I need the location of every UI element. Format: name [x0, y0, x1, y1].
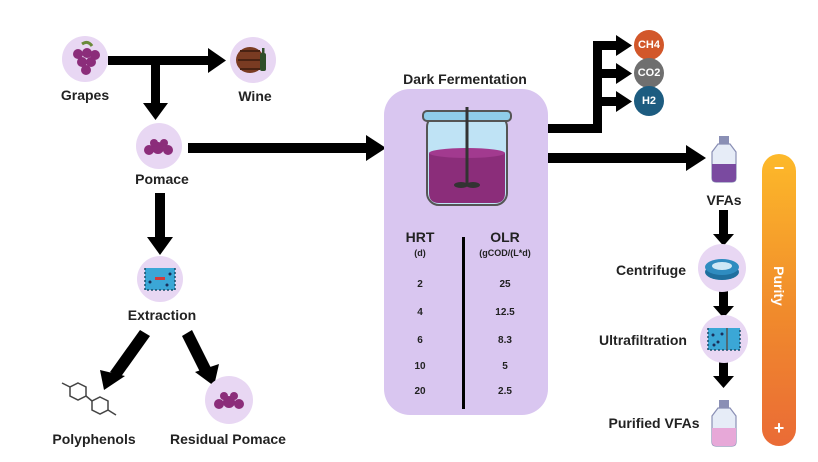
gas-h2-badge: H2 — [634, 86, 664, 116]
arrowhead-extraction — [147, 237, 173, 255]
vfas-bottle-icon — [711, 136, 737, 183]
extraction-node — [137, 256, 183, 302]
purity-gradient-bar: − Purity + — [762, 154, 796, 446]
hrt-value: 10 — [414, 361, 426, 372]
extraction-label: Extraction — [127, 307, 197, 323]
arrowhead-polyphenols — [100, 370, 125, 390]
arrow-reactor-gases-stem — [548, 124, 600, 133]
olr-header: OLR (gCOD/(L*d) — [479, 229, 531, 258]
arrow-gases-bus — [593, 41, 602, 133]
ultrafiltration-node — [700, 315, 748, 363]
hrt-value: 4 — [417, 307, 423, 318]
residual-pomace-node — [205, 376, 253, 424]
arrow-grapes-wine — [108, 56, 210, 65]
wine-node — [230, 37, 276, 83]
arrowhead-reactor — [366, 135, 386, 161]
fermentation-reactor: HRT (d) OLR (gCOD/(L*d) 2 4 6 10 20 25 1… — [384, 89, 548, 415]
grapes-label: Grapes — [60, 87, 110, 103]
table-divider — [462, 237, 465, 409]
gas-h2-label: H2 — [641, 95, 657, 107]
arrowhead-co2 — [616, 63, 632, 84]
arrowhead-pomace — [143, 103, 168, 120]
pomace-icon — [144, 139, 173, 155]
arrowhead-ch4 — [616, 35, 632, 56]
ultrafiltration-label: Ultrafiltration — [599, 332, 687, 348]
arrowhead-centrifuge — [713, 234, 734, 246]
arrowhead-wine — [208, 48, 226, 73]
vfas-label: VFAs — [706, 192, 742, 208]
purified-vfas-bottle-icon — [711, 400, 737, 447]
ultrafiltration-tank-icon — [707, 328, 741, 351]
purity-label: Purity — [771, 266, 787, 306]
hrt-value: 6 — [417, 335, 423, 346]
arrowhead-purified — [713, 376, 734, 388]
purified-vfas-label: Purified VFAs — [608, 415, 700, 431]
diagram-title: Dark Fermentation — [403, 71, 527, 87]
centrifuge-icon — [705, 259, 739, 280]
olr-value: 12.5 — [495, 307, 515, 318]
centrifuge-label: Centrifuge — [616, 262, 686, 278]
olr-value: 5 — [502, 361, 508, 372]
gas-ch4-label: CH4 — [637, 39, 660, 51]
olr-value: 25 — [499, 279, 511, 290]
bioreactor-icon — [422, 107, 512, 206]
pomace-label: Pomace — [135, 171, 189, 187]
olr-value: 8.3 — [498, 335, 512, 346]
hrt-unit: (d) — [414, 248, 426, 258]
purity-plus-sign: + — [773, 418, 785, 438]
arrowhead-ultrafiltration — [713, 306, 734, 318]
grapes-node — [62, 36, 108, 82]
arrow-pomace-extraction — [155, 193, 165, 239]
hrt-value: 2 — [417, 279, 423, 290]
olr-value: 2.5 — [498, 386, 512, 397]
hrt-title: HRT — [405, 229, 435, 245]
olr-title: OLR — [490, 229, 520, 245]
arrow-extraction-polyphenols — [110, 330, 150, 378]
residual-pomace-label: Residual Pomace — [170, 431, 286, 447]
arrow-grapes-pomace — [151, 61, 160, 105]
purity-minus-sign: − — [773, 158, 785, 178]
gas-co2-label: CO2 — [637, 67, 661, 79]
wine-barrel-icon — [236, 47, 266, 73]
polyphenols-label: Polyphenols — [52, 431, 136, 447]
arrowhead-vfas — [686, 145, 706, 171]
arrow-vfas-centrifuge — [719, 210, 728, 236]
wine-label: Wine — [238, 88, 272, 104]
olr-unit: (gCOD/(L*d) — [479, 248, 531, 258]
arrowhead-h2 — [616, 91, 632, 112]
residual-pomace-icon — [214, 392, 244, 409]
pomace-node — [136, 123, 182, 169]
arrow-extraction-residual — [182, 330, 212, 376]
arrow-reactor-vfas — [548, 153, 688, 163]
extraction-tank-icon — [144, 268, 176, 291]
hrt-value: 20 — [414, 386, 426, 397]
polyphenols-molecule-icon — [61, 382, 117, 416]
hrt-header: HRT (d) — [406, 229, 435, 258]
grapes-icon — [73, 40, 100, 75]
centrifuge-node — [698, 244, 746, 292]
gas-co2-badge: CO2 — [634, 58, 664, 88]
arrow-pomace-reactor — [188, 143, 368, 153]
gas-ch4-badge: CH4 — [634, 30, 664, 60]
